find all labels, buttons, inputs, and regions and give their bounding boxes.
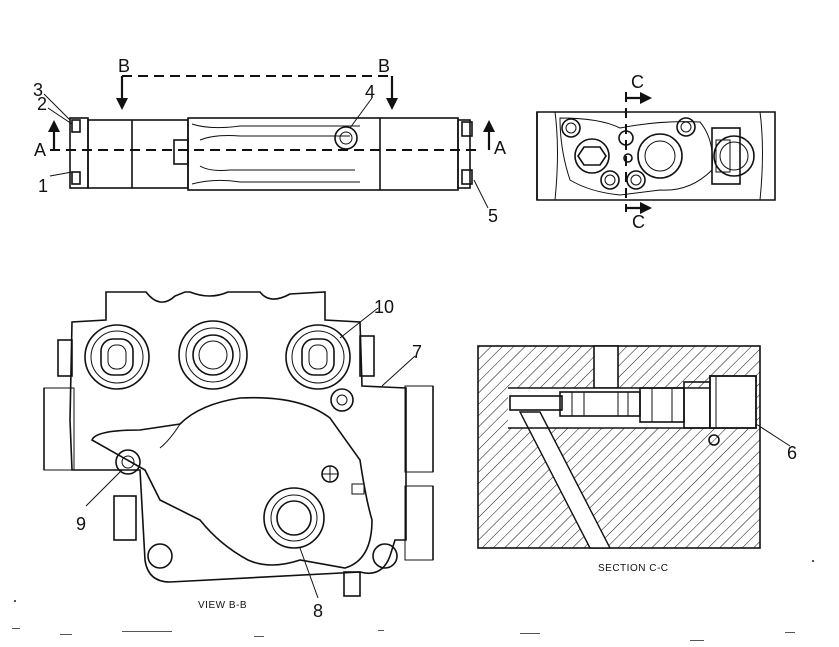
side-view — [48, 75, 495, 191]
port-right — [285, 324, 351, 390]
callout-6: 6 — [787, 443, 797, 463]
scan-noise — [12, 560, 814, 641]
callout-2: 2 — [37, 94, 47, 114]
caption-view-b-b: VIEW B-B — [198, 600, 247, 611]
callout-5: 5 — [488, 206, 498, 226]
section-label-c-top: C — [631, 72, 644, 92]
callout-10: 10 — [374, 297, 394, 317]
port-left — [84, 324, 150, 390]
callout-4: 4 — [365, 82, 375, 102]
callout-3: 3 — [33, 80, 43, 100]
callout-7: 7 — [412, 342, 422, 362]
section-c-c — [477, 345, 761, 549]
caption-section-c-c: SECTION C-C — [598, 563, 669, 574]
callout-9: 9 — [76, 514, 86, 534]
section-label-c-bottom: C — [632, 212, 645, 232]
port-center — [178, 320, 248, 390]
end-view-a-a — [536, 92, 776, 214]
callout-1: 1 — [38, 176, 48, 196]
section-label-a-left: A — [34, 140, 46, 160]
section-label-a-right: A — [494, 138, 506, 158]
section-label-b-left: B — [118, 56, 130, 76]
section-label-b-right: B — [378, 56, 390, 76]
view-b-b — [43, 291, 434, 597]
callout-8: 8 — [313, 601, 323, 621]
